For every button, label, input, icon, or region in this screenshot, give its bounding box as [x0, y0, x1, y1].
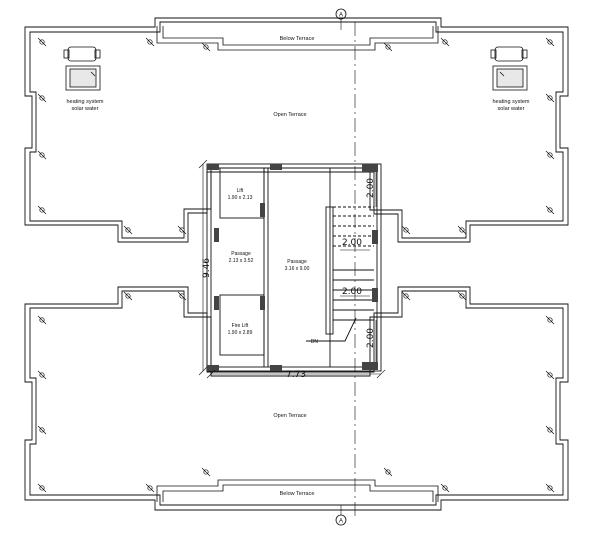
solar-heater-right	[490, 46, 528, 91]
drain-arrow	[401, 291, 411, 301]
drain-arrow	[177, 291, 187, 301]
dim-stair-mid2: 2.00	[342, 287, 362, 297]
passage-large-size: 3.16 x 9.00	[285, 266, 310, 272]
drain-arrow	[545, 150, 555, 160]
drain-arrow	[37, 37, 47, 47]
drain-markers	[37, 37, 555, 493]
drain-arrow	[37, 93, 47, 103]
solar-right-line1: heating system	[493, 99, 530, 105]
drain-arrow	[201, 467, 211, 477]
drain-arrow	[37, 425, 47, 435]
bottom-below-terrace-label: Below Terrace	[280, 491, 315, 497]
drain-arrow	[123, 291, 133, 301]
dim-stair-mid1: 2.00	[342, 238, 362, 248]
dim-vertical-total: 9.46	[202, 258, 212, 278]
axis-marker-top-label: A	[339, 13, 343, 19]
drain-arrow	[145, 37, 155, 47]
solar-left-line2: solar water	[72, 106, 99, 112]
top-below-terrace-label: Below Terrace	[280, 36, 315, 42]
drain-arrow	[545, 483, 555, 493]
solar-left-line1: heating system	[67, 99, 104, 105]
bottom-wing-outline	[24, 286, 569, 511]
bottom-below-terrace-outline	[156, 479, 439, 502]
fire-lift-size: 1.90 x 2.89	[228, 330, 253, 336]
drain-arrow	[545, 205, 555, 215]
dim-stair-bottom: 2.00	[366, 328, 376, 348]
drain-arrow	[177, 225, 187, 235]
drain-arrow	[201, 42, 211, 52]
bottom-open-terrace-label: Open Terrace	[273, 413, 306, 419]
axis-marker-bottom-label: A	[339, 519, 343, 525]
drain-arrow	[545, 370, 555, 380]
core-walls	[206, 163, 382, 372]
passage-small-size: 2.13 x 3.52	[229, 258, 254, 264]
fire-lift-name: Fire Lift	[232, 323, 249, 329]
lift-name: Lift	[237, 188, 244, 194]
solar-heater-left	[63, 46, 101, 91]
drain-arrow	[457, 291, 467, 301]
drain-arrow	[545, 425, 555, 435]
drain-arrow	[37, 150, 47, 160]
solar-right-line2: solar water	[498, 106, 525, 112]
dimension-lines	[198, 159, 386, 379]
drain-arrow	[440, 483, 450, 493]
drain-arrow	[440, 37, 450, 47]
top-open-terrace-label: Open Terrace	[273, 112, 306, 118]
dim-stair-top: 2.00	[366, 178, 376, 198]
drain-arrow	[383, 467, 393, 477]
drain-arrow	[37, 205, 47, 215]
drain-arrow	[37, 370, 47, 380]
drain-arrow	[545, 93, 555, 103]
top-below-terrace-outline	[156, 26, 439, 51]
drain-arrow	[457, 225, 467, 235]
drain-arrow	[37, 315, 47, 325]
lift-size: 1.90 x 2.13	[228, 195, 253, 201]
passage-large-name: Passage	[287, 259, 307, 265]
drain-arrow	[145, 483, 155, 493]
passage-small-name: Passage	[231, 251, 251, 257]
stair-direction: DN	[311, 339, 319, 345]
drain-arrow	[401, 225, 411, 235]
drain-arrow	[545, 315, 555, 325]
core-columns	[207, 164, 378, 371]
drain-arrow	[123, 225, 133, 235]
drain-arrow	[383, 42, 393, 52]
dim-horizontal-total: 7.73	[286, 370, 306, 380]
drain-arrow	[545, 37, 555, 47]
drain-arrow	[37, 483, 47, 493]
